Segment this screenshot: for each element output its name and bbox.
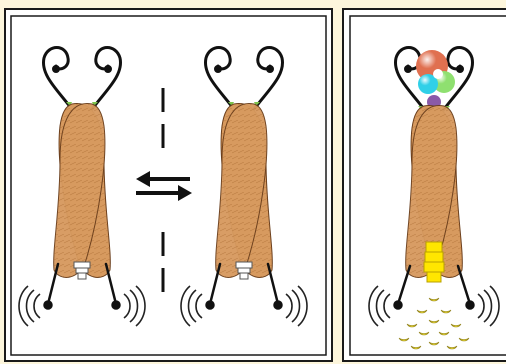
base-active: [424, 242, 444, 282]
wing-pair: [54, 103, 111, 277]
wing-pair: [216, 103, 273, 277]
